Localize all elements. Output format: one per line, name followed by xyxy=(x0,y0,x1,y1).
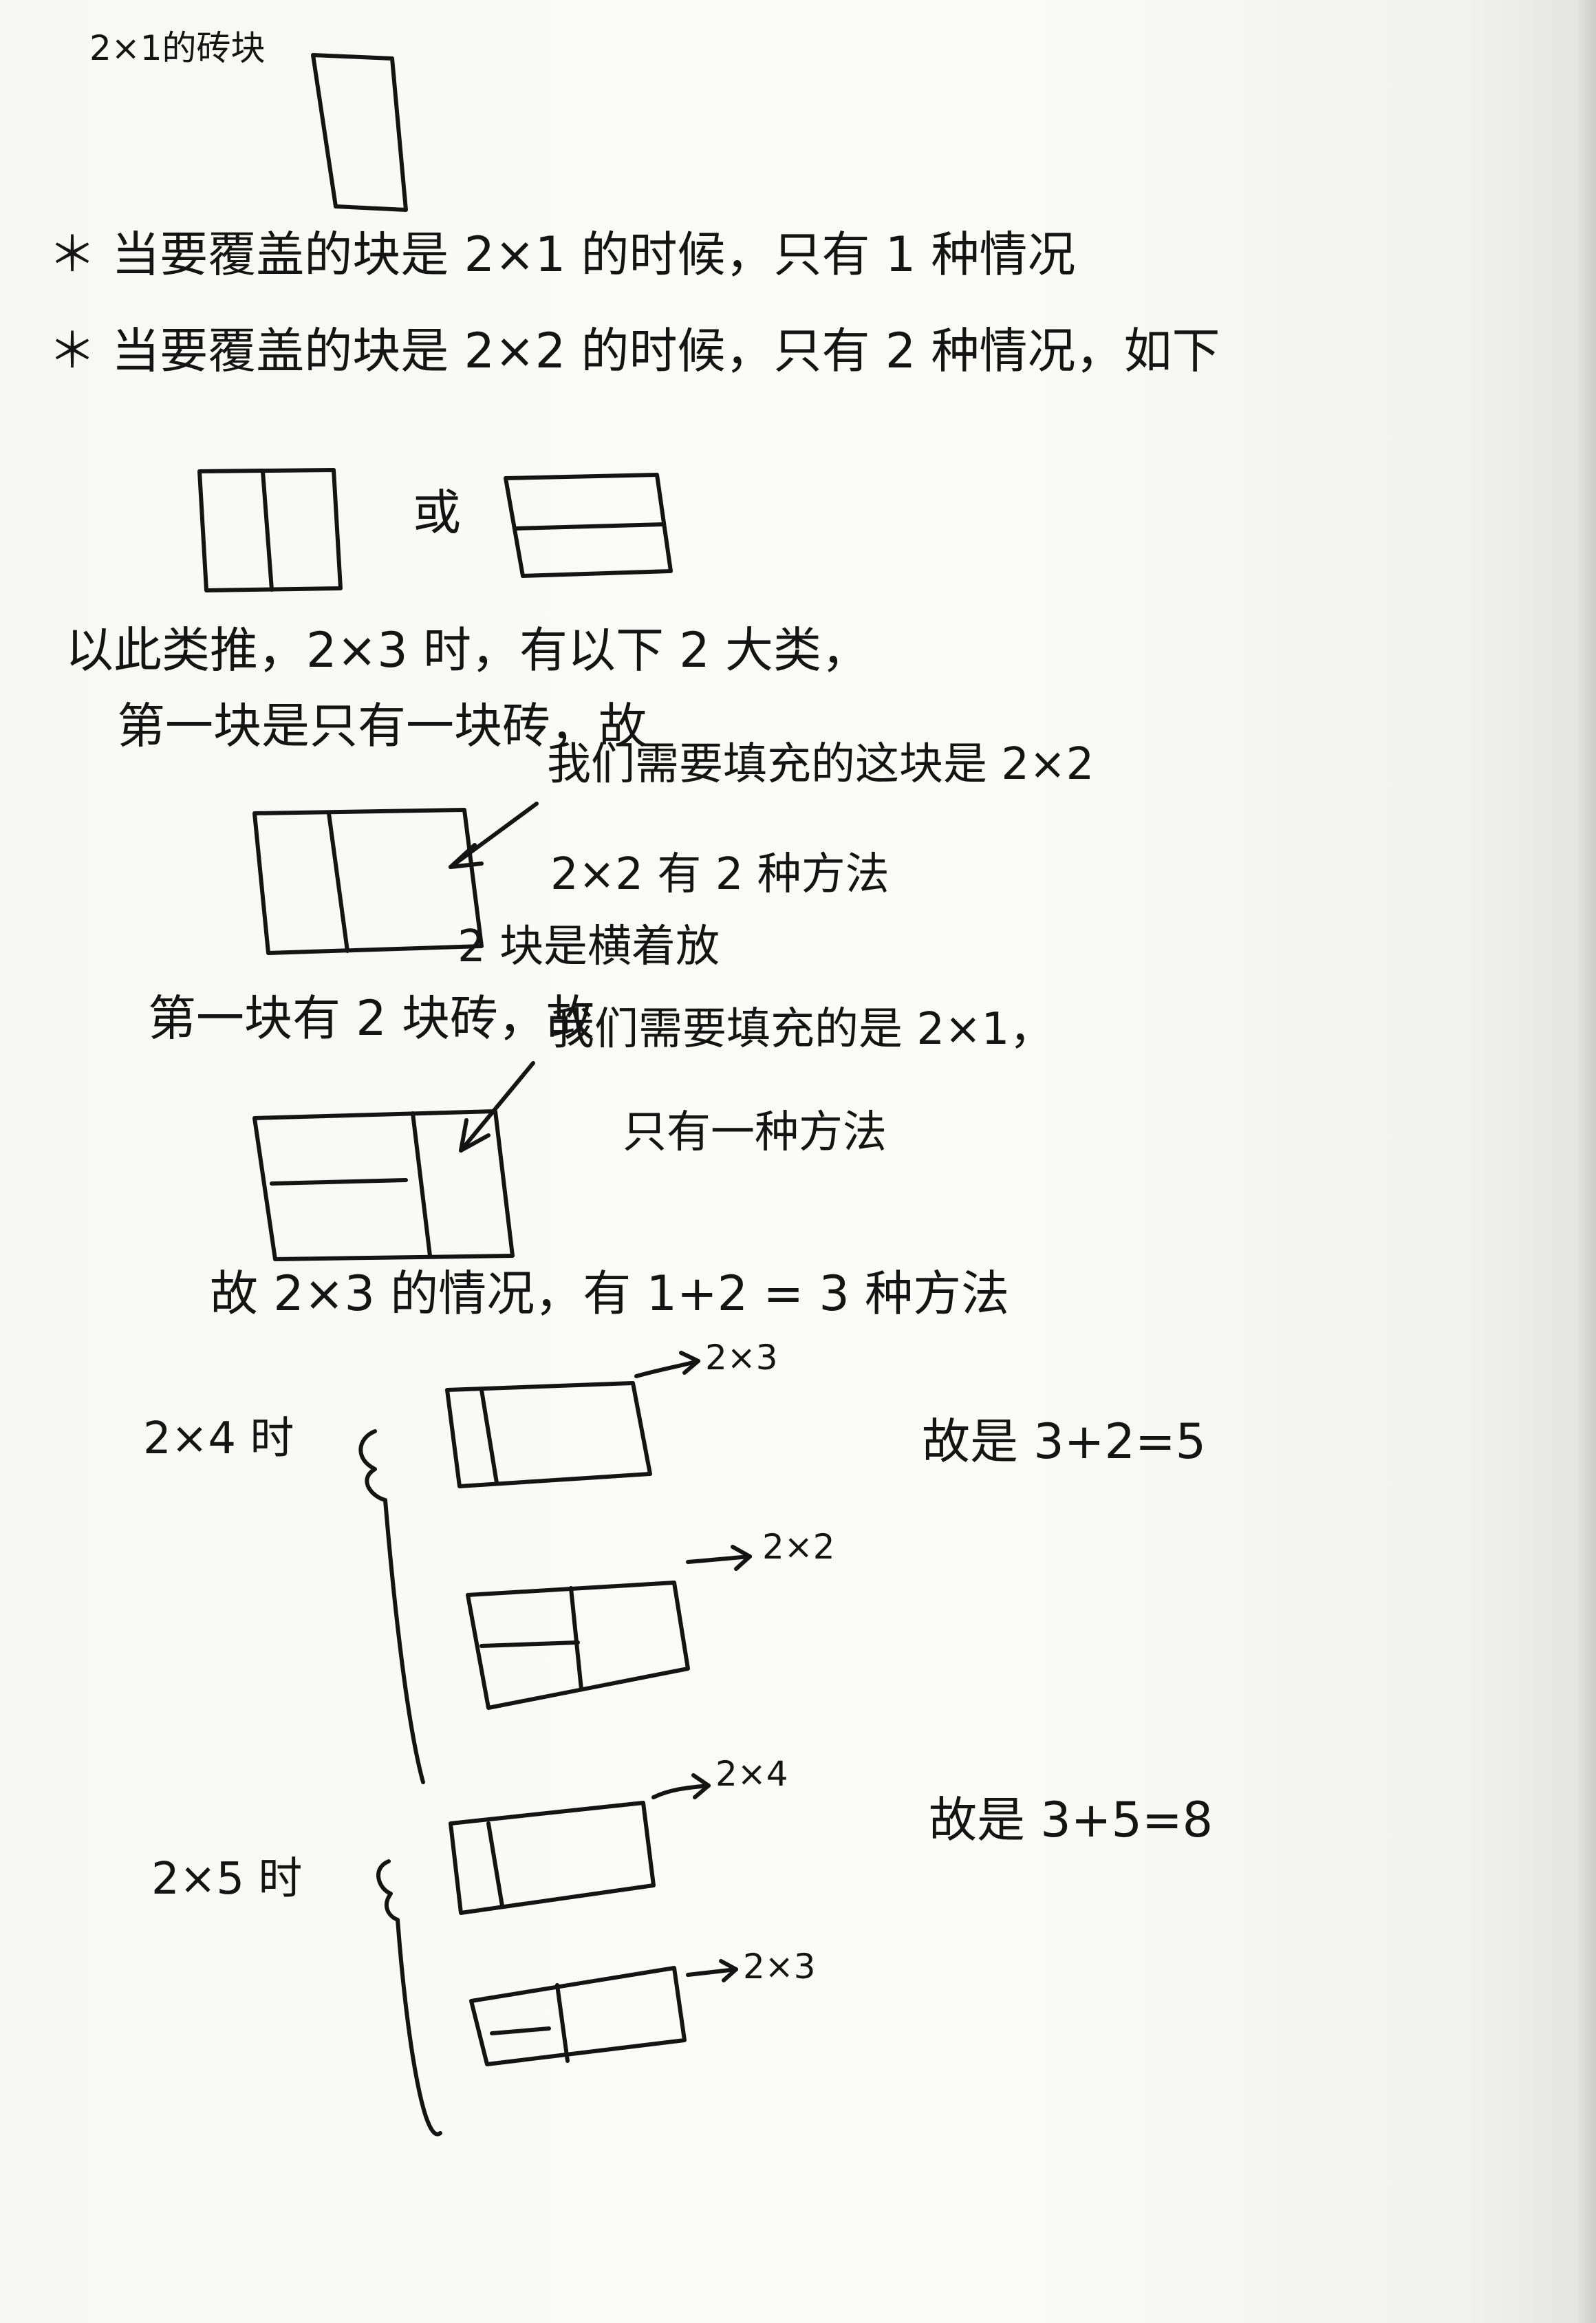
induction-line: 以此类推，2×3 时，有以下 2 大类， xyxy=(65,622,870,678)
case-1-note-a: 我们需要填充的这块是 2×2 xyxy=(547,739,1094,790)
ref-2x3-bottom: 2×3 xyxy=(743,1947,816,1987)
label-2x4: 2×4 时 xyxy=(143,1413,294,1464)
case-2-note-a: 我们需要填充的是 2×1， xyxy=(550,1004,1054,1055)
brace-2x4 xyxy=(358,1429,425,1784)
rule-2x1: ＊ 当要覆盖的块是 2×1 的时候，只有 1 种情况 xyxy=(48,226,1076,283)
result-2x4: 故是 3+2=5 xyxy=(922,1413,1207,1470)
case-2-note-b: 只有一种方法 xyxy=(623,1107,887,1158)
case-2-board-sketch xyxy=(252,1061,535,1261)
rule-2x2: ＊ 当要覆盖的块是 2×2 的时候，只有 2 种情况，如下 xyxy=(48,323,1220,379)
case-1-board-sketch xyxy=(252,802,539,955)
sketch-2x4-a xyxy=(445,1351,700,1488)
case-2-prefix: 2 块是横着放 xyxy=(457,921,720,972)
ref-2x4: 2×4 xyxy=(715,1754,788,1794)
sketch-2x4-b xyxy=(466,1545,752,1710)
tiling-2x2-vertical-sketch xyxy=(197,468,343,592)
brace-2x5 xyxy=(376,1859,442,2137)
sketch-2x5-b xyxy=(469,1959,738,2066)
or-word: 或 xyxy=(413,484,461,541)
ref-2x2: 2×2 xyxy=(762,1527,835,1567)
tiling-2x2-horizontal-sketch xyxy=(504,473,673,578)
domino-label: 2×1的砖块 xyxy=(89,28,266,68)
case-2-title: 第一块有 2 块砖，故 xyxy=(148,990,595,1047)
label-2x5: 2×5 时 xyxy=(151,1854,303,1905)
domino-2x1-sketch xyxy=(311,53,408,212)
sketch-2x5-a xyxy=(449,1773,711,1915)
case-1-note-b: 2×2 有 2 种方法 xyxy=(550,849,889,900)
case-1-title: 第一块是只有一块砖，故 xyxy=(117,698,647,754)
ref-2x3-top: 2×3 xyxy=(705,1338,778,1378)
summary-2x3: 故 2×3 的情况，有 1+2 = 3 种方法 xyxy=(210,1265,1010,1322)
result-2x5: 故是 3+5=8 xyxy=(929,1792,1214,1848)
